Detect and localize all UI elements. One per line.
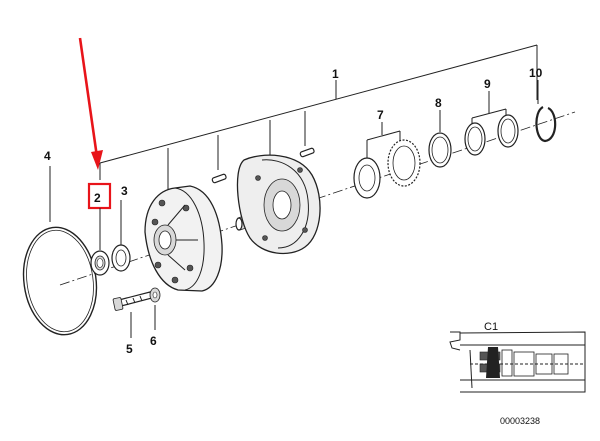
drawing-number: 00003238 — [500, 416, 540, 426]
label-3: 3 — [121, 184, 128, 198]
label-5: 5 — [126, 342, 133, 356]
label-6: 6 — [150, 334, 157, 348]
shaft-seal — [90, 250, 110, 276]
gasket — [111, 244, 131, 272]
label-9: 9 — [484, 77, 491, 91]
label-10: 10 — [529, 66, 543, 80]
thrust-bearing — [353, 139, 421, 199]
part-labels: 1 2 3 4 5 6 7 8 9 10 — [44, 66, 543, 356]
label-2: 2 — [94, 191, 101, 205]
label-7: 7 — [377, 108, 384, 122]
label-1: 1 — [332, 67, 339, 81]
washer — [149, 287, 161, 303]
ring-8 — [428, 132, 452, 168]
label-4: 4 — [44, 149, 51, 163]
pump-housing — [144, 185, 223, 292]
bolt — [112, 291, 153, 311]
label-8: 8 — [435, 96, 442, 110]
inset-c1: C1 00003238 — [449, 321, 586, 426]
o-ring-large — [22, 226, 98, 336]
snap-ring — [535, 106, 557, 143]
inset-title: C1 — [484, 321, 498, 333]
highlight-arrow — [78, 37, 103, 170]
leader-lines — [49, 44, 539, 338]
stator-shaft — [235, 154, 321, 255]
seal-rings — [464, 114, 519, 156]
